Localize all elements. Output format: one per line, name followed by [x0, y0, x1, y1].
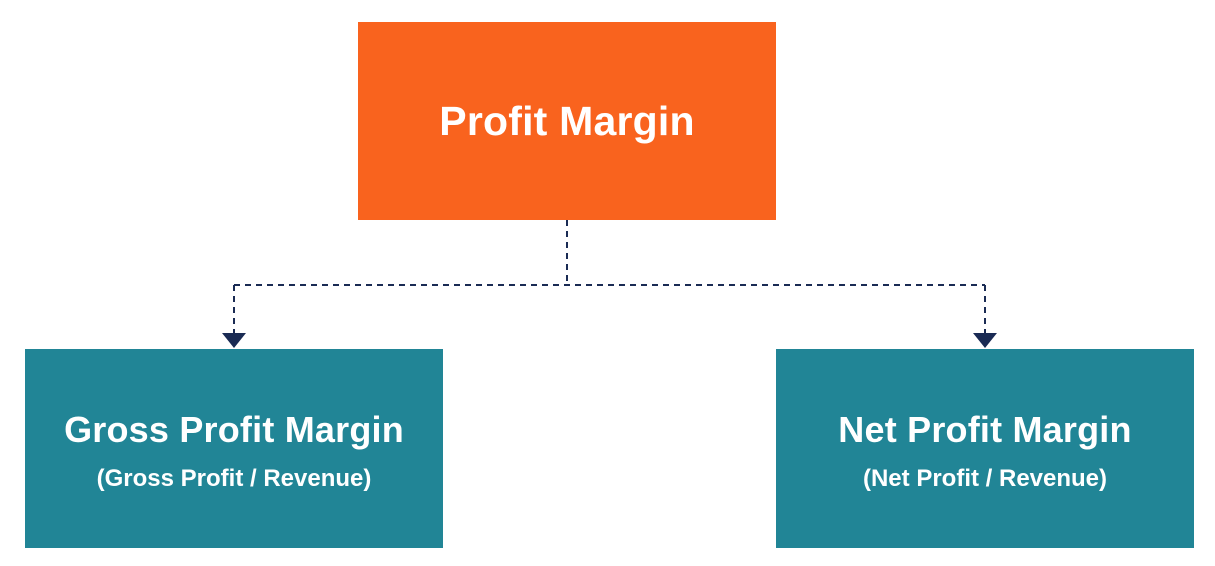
- child-node-gross-profit-margin: Gross Profit Margin (Gross Profit / Reve…: [25, 349, 443, 548]
- arrowhead-left: [222, 333, 246, 348]
- child-node-net-profit-margin: Net Profit Margin (Net Profit / Revenue): [776, 349, 1194, 548]
- arrowhead-right: [973, 333, 997, 348]
- child-node-formula: (Net Profit / Revenue): [862, 464, 1108, 492]
- child-node-title: Gross Profit Margin: [64, 408, 404, 450]
- root-node-profit-margin: Profit Margin: [358, 22, 776, 220]
- child-node-formula: (Gross Profit / Revenue): [96, 464, 372, 492]
- root-node-title: Profit Margin: [439, 97, 695, 144]
- child-node-title: Net Profit Margin: [838, 408, 1132, 450]
